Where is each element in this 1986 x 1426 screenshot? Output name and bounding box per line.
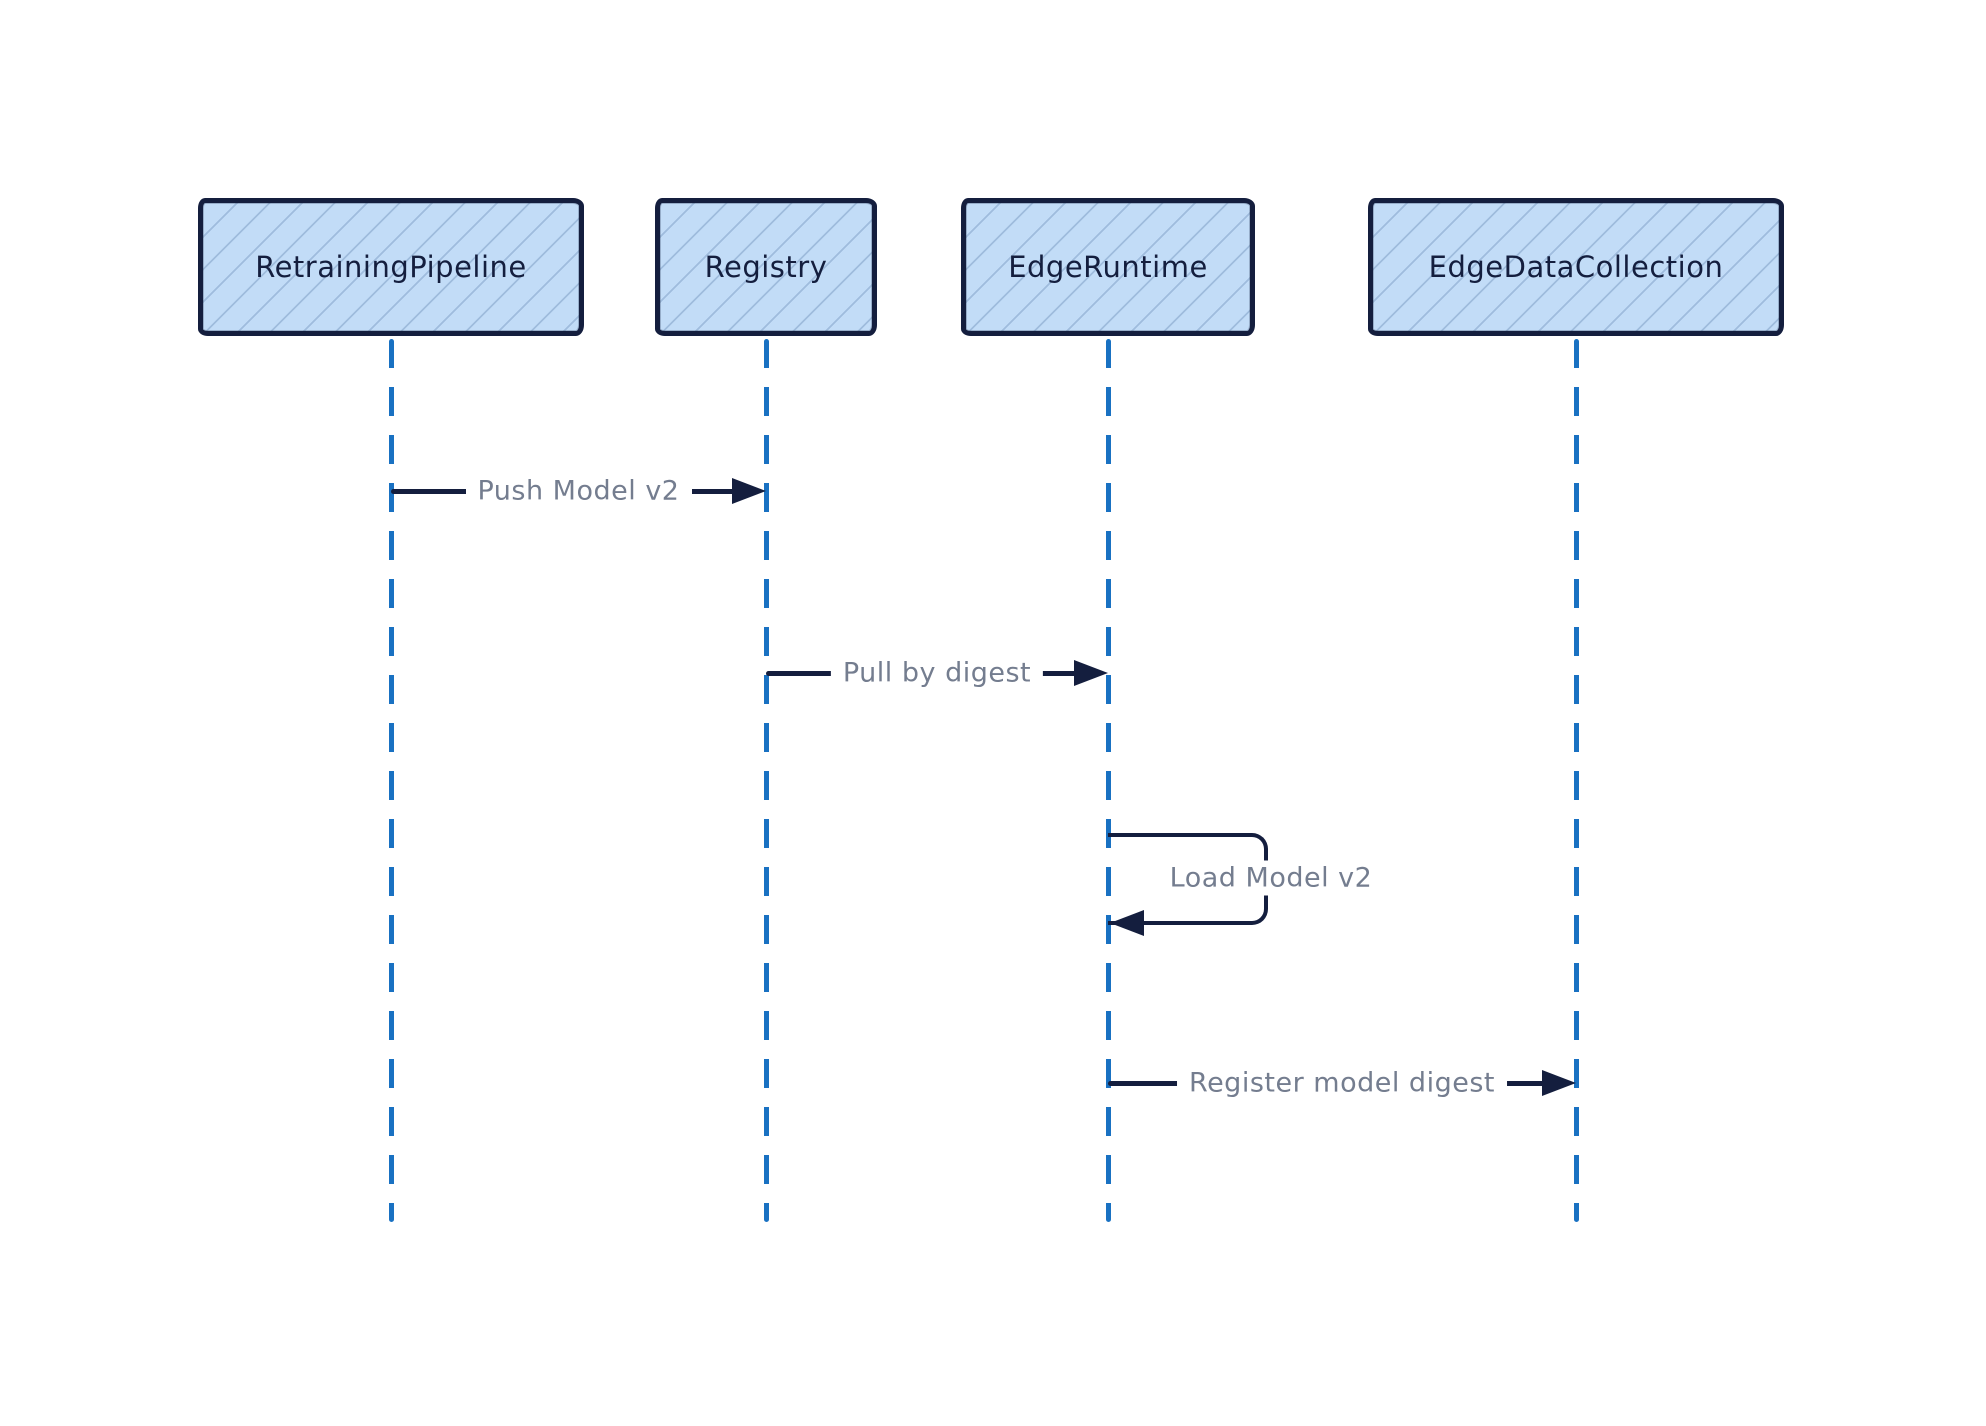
actor-box-edge-runtime: EdgeRuntime xyxy=(961,198,1255,336)
message-label: Push Model v2 xyxy=(465,473,692,509)
actor-box-retraining-pipeline: RetrainingPipeline xyxy=(198,198,584,336)
lifeline-edge-runtime xyxy=(1106,339,1111,1222)
message-push-model-v2: Push Model v2 xyxy=(391,469,766,513)
arrowhead-right-icon xyxy=(1542,1070,1576,1096)
message-label: Pull by digest xyxy=(830,655,1044,691)
message-register-model-digest: Register model digest xyxy=(1108,1061,1576,1105)
lifeline-retraining-pipeline xyxy=(389,339,394,1222)
arrowhead-right-icon xyxy=(732,478,766,504)
arrowhead-right-icon xyxy=(1074,660,1108,686)
message-label: Load Model v2 xyxy=(1157,860,1385,896)
lifeline-registry xyxy=(764,339,769,1222)
actor-label-edge-runtime: EdgeRuntime xyxy=(1008,250,1208,284)
lifeline-edge-data-collection xyxy=(1574,339,1579,1222)
actor-label-edge-data-collection: EdgeDataCollection xyxy=(1428,250,1724,284)
actor-box-edge-data-collection: EdgeDataCollection xyxy=(1368,198,1784,336)
actor-label-registry: Registry xyxy=(704,250,828,284)
arrowhead-left-icon xyxy=(1110,910,1144,936)
actor-box-registry: Registry xyxy=(655,198,877,336)
message-label: Register model digest xyxy=(1177,1065,1507,1101)
actor-label-retraining-pipeline: RetrainingPipeline xyxy=(255,250,527,284)
message-pull-by-digest: Pull by digest xyxy=(766,651,1108,695)
